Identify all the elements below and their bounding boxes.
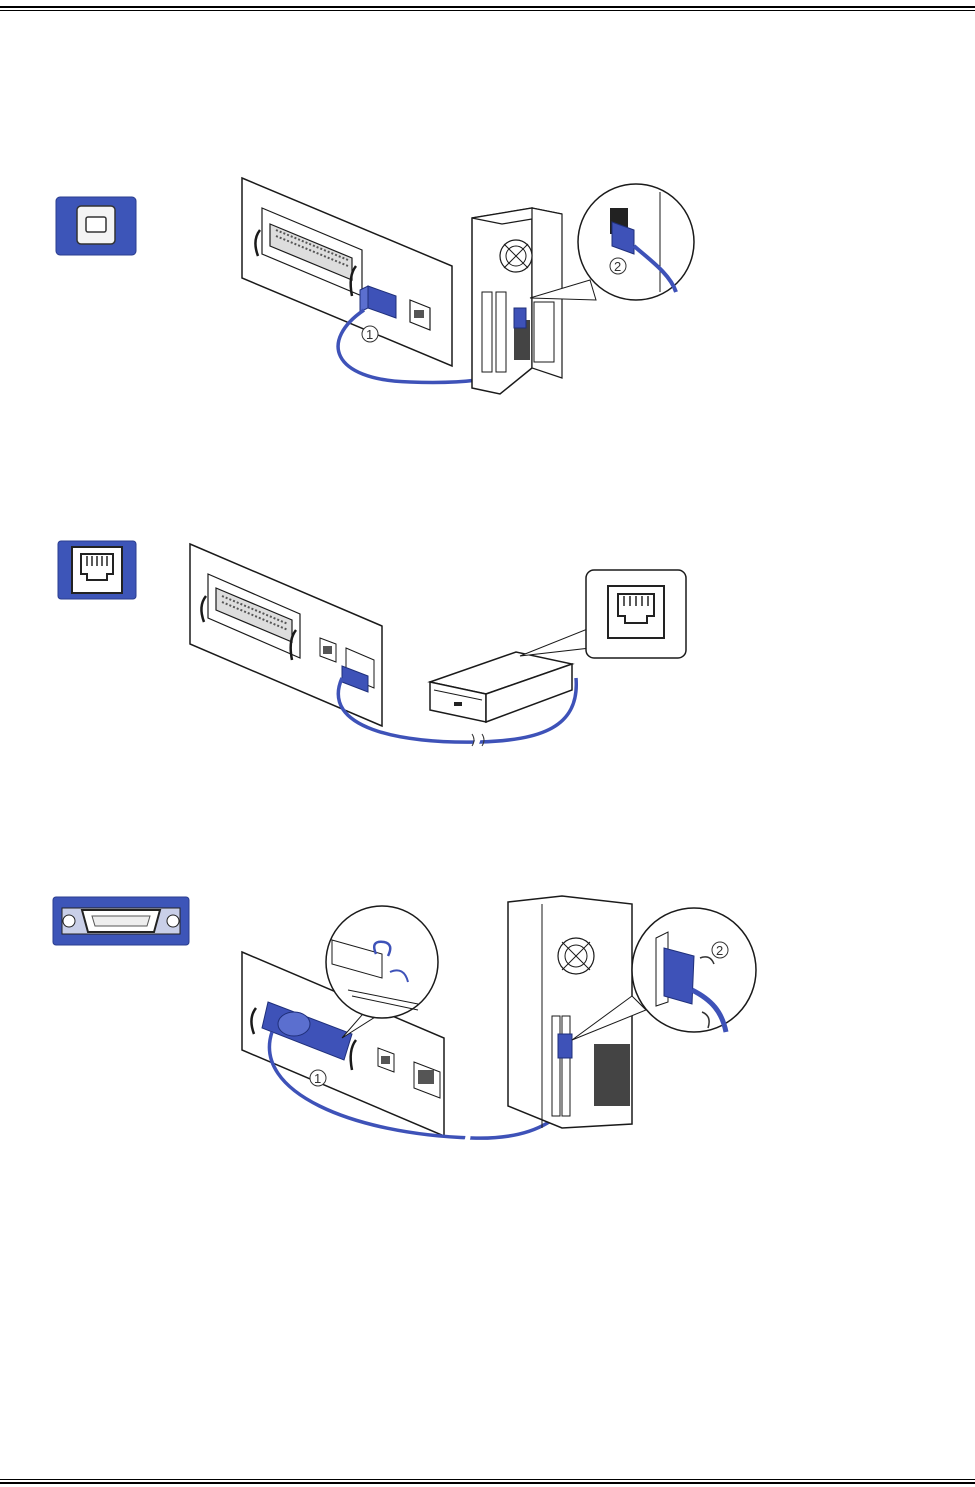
cash-drawer-connection-illustration — [180, 538, 700, 768]
header-rule — [0, 6, 975, 11]
parallel-port-icon — [52, 896, 190, 951]
step-1-label: 1 — [366, 327, 373, 342]
step-1-label: 1 — [314, 1071, 321, 1086]
step-2-label: 2 — [614, 259, 621, 274]
rj11-port-icon — [57, 540, 137, 605]
usb-connection-illustration: 1 2 — [230, 170, 710, 400]
usb-b-port-icon — [55, 196, 137, 261]
parallel-connection-illustration: 1 2 — [232, 892, 762, 1152]
step-2-label: 2 — [716, 943, 723, 958]
footer-rule — [0, 1479, 975, 1484]
